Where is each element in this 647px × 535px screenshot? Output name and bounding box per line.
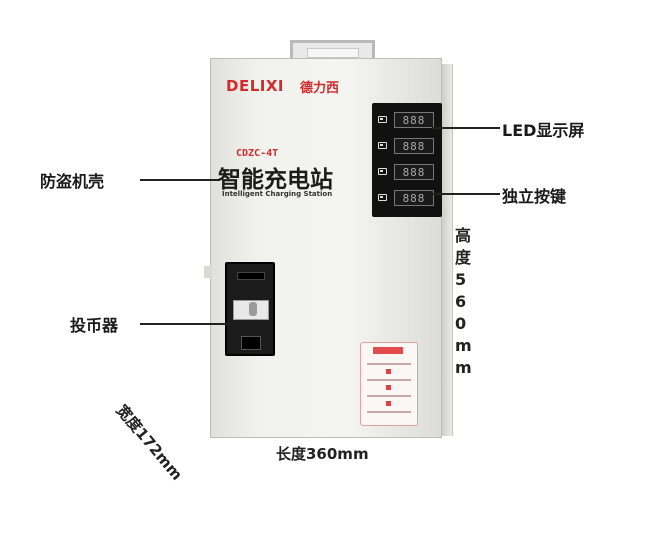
led-row: 888 bbox=[378, 189, 438, 207]
dimension-length: 长度360mm bbox=[276, 445, 369, 463]
device-side-panel bbox=[442, 64, 453, 436]
arrow-down-icon bbox=[386, 369, 391, 374]
label-shell: 防盗机壳 bbox=[40, 172, 105, 191]
product-name-cn: 智能充电站 bbox=[218, 167, 333, 193]
leader-line-led bbox=[432, 127, 500, 129]
led-display: 888 bbox=[394, 138, 434, 154]
sticker-line bbox=[367, 379, 411, 381]
coin-acceptor[interactable] bbox=[225, 262, 275, 356]
dimension-width: 宽度172mm bbox=[112, 401, 186, 484]
arrow-down-icon bbox=[386, 385, 391, 390]
coin-slot[interactable] bbox=[237, 272, 265, 280]
port-button-icon[interactable] bbox=[378, 168, 387, 175]
led-row: 888 bbox=[378, 163, 438, 181]
coin-return[interactable] bbox=[241, 336, 261, 350]
label-coin: 投币器 bbox=[70, 316, 119, 335]
leader-line-shell bbox=[140, 179, 220, 181]
lock-icon bbox=[249, 302, 257, 316]
label-led-screen: LED显示屏 bbox=[502, 121, 585, 140]
leader-line-buttons bbox=[432, 193, 500, 195]
brand-logo-cn: 德力西 bbox=[300, 81, 340, 96]
sticker-line bbox=[367, 363, 411, 365]
brand-logo: DELIXI bbox=[226, 77, 284, 95]
port-button-icon[interactable] bbox=[378, 194, 387, 201]
coin-tab bbox=[204, 266, 212, 278]
sticker-line bbox=[367, 411, 411, 413]
mounting-bracket bbox=[290, 40, 375, 62]
led-panel: 888 888 888 888 bbox=[372, 103, 442, 217]
led-display: 888 bbox=[394, 190, 434, 206]
dimension-height: 高度560mm bbox=[455, 226, 472, 377]
model-number: CDZC-4T bbox=[236, 148, 279, 159]
port-button-icon[interactable] bbox=[378, 142, 387, 149]
leader-line-coin bbox=[140, 323, 230, 325]
label-buttons: 独立按键 bbox=[502, 187, 567, 206]
led-display: 888 bbox=[394, 112, 434, 128]
led-row: 888 bbox=[378, 137, 438, 155]
sticker-header bbox=[373, 347, 403, 354]
port-button-icon[interactable] bbox=[378, 116, 387, 123]
sticker-line bbox=[367, 395, 411, 397]
arrow-down-icon bbox=[386, 401, 391, 406]
product-name-en: Intelligent Charging Station bbox=[222, 190, 333, 198]
led-display: 888 bbox=[394, 164, 434, 180]
instruction-sticker bbox=[360, 342, 418, 426]
led-row: 888 bbox=[378, 111, 438, 129]
